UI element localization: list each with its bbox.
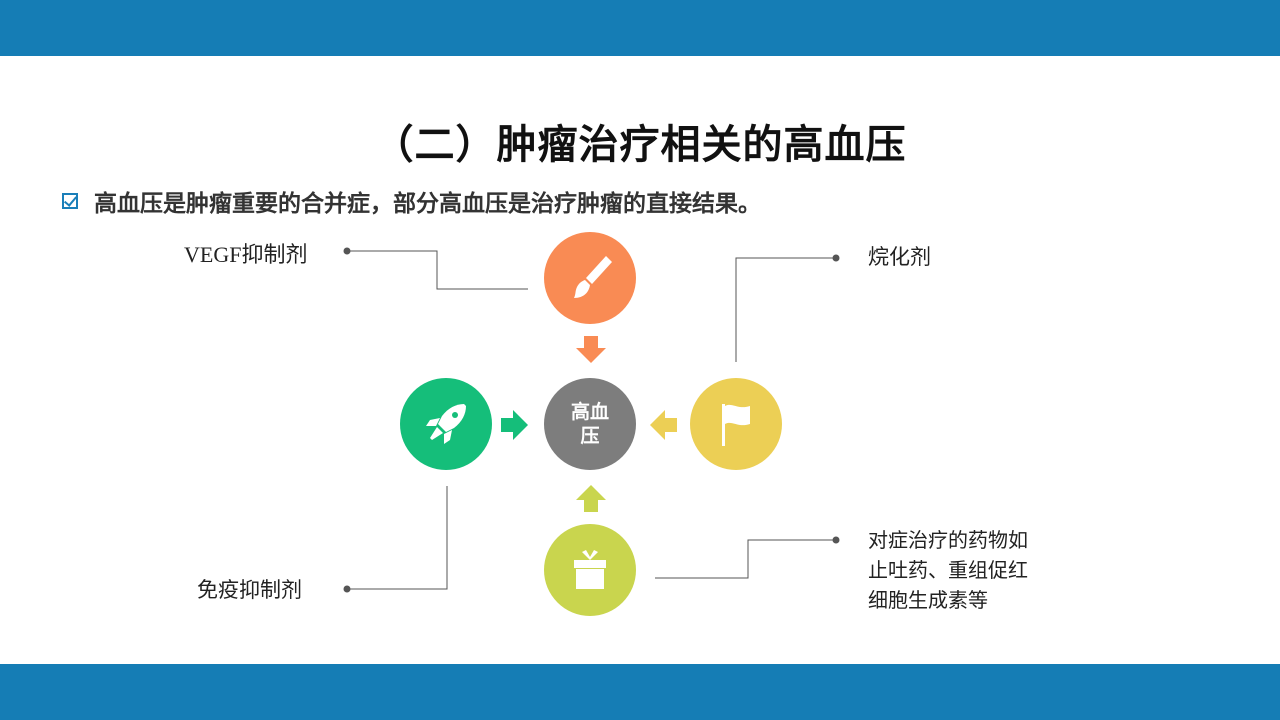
checkbox-icon xyxy=(62,193,78,209)
paintbrush-icon xyxy=(574,256,612,298)
bullet-text: 高血压是肿瘤重要的合并症，部分高血压是治疗肿瘤的直接结果。 xyxy=(94,191,761,217)
arrow-right-icon xyxy=(501,410,528,440)
label-alkylating-agent: 烷化剂 xyxy=(868,245,931,269)
connector-vegf xyxy=(347,250,528,290)
label-symptomatic-line1: 对症治疗的药物如 xyxy=(868,528,1028,552)
connector-alkylating xyxy=(735,257,836,362)
bottom-banner xyxy=(0,664,1280,720)
arrow-down-icon xyxy=(576,336,606,363)
arrow-left-icon xyxy=(650,410,677,440)
label-immunosuppressant: 免疫抑制剂 xyxy=(197,578,302,602)
flag-icon xyxy=(722,404,750,446)
top-banner xyxy=(0,0,1280,56)
node-vegf xyxy=(544,232,636,324)
bullet-point: 高血压是肿瘤重要的合并症，部分高血压是治疗肿瘤的直接结果。 xyxy=(62,184,761,218)
label-vegf-inhibitor: VEGF抑制剂 xyxy=(184,242,308,267)
center-label-line1: 高血 xyxy=(570,401,609,423)
gift-icon xyxy=(574,550,606,589)
node-alkylating xyxy=(690,378,782,470)
center-label-line2: 压 xyxy=(580,425,600,447)
connector-dot-alkylating xyxy=(832,254,840,262)
node-symptomatic xyxy=(544,524,636,616)
connector-symptomatic xyxy=(655,539,836,579)
node-hypertension: 高血 压 xyxy=(544,378,636,470)
arrow-up-icon xyxy=(576,485,606,512)
node-immune xyxy=(400,378,492,470)
label-symptomatic-drugs: 对症治疗的药物如 止吐药、重组促红 细胞生成素等 xyxy=(868,525,1068,615)
connector-dot-symptomatic xyxy=(832,536,840,544)
rocket-icon xyxy=(426,404,466,444)
label-symptomatic-line2: 止吐药、重组促红 xyxy=(868,558,1028,582)
slide-title: （二）肿瘤治疗相关的高血压 xyxy=(373,122,907,168)
connector-dot-vegf xyxy=(343,247,351,255)
connector-dot-immune xyxy=(343,585,351,593)
connector-immune xyxy=(347,486,448,590)
label-symptomatic-line3: 细胞生成素等 xyxy=(868,588,988,612)
